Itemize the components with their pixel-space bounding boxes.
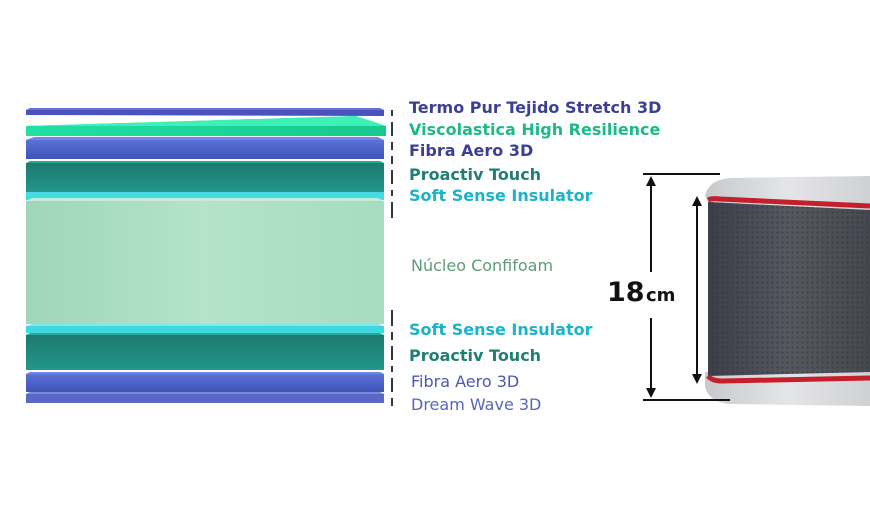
label-core: Núcleo Confifoam — [411, 256, 554, 275]
dimension-markers — [643, 173, 730, 401]
layer-proactiv-top — [26, 163, 384, 192]
label-viscolastica: Viscolastica High Resilience — [409, 120, 661, 139]
layer-dream-wave — [26, 394, 384, 403]
label-fibra-aero-bottom: Fibra Aero 3D — [411, 372, 520, 391]
layer-core — [26, 201, 384, 324]
height-value: 18 — [607, 277, 645, 308]
mattress-photo — [705, 176, 870, 406]
layer-stack — [26, 108, 386, 403]
layer-fibra-aero-top — [26, 140, 384, 159]
label-soft-sense-top: Soft Sense Insulator — [409, 186, 593, 205]
layer-soft-sense-bottom — [26, 326, 384, 333]
layer-proactiv-bottom — [26, 335, 384, 370]
label-dream-wave: Dream Wave 3D — [411, 395, 542, 414]
height-unit: cm — [646, 285, 676, 306]
layer-fibra-aero-bottom — [26, 374, 384, 392]
label-soft-sense-bottom: Soft Sense Insulator — [409, 320, 593, 339]
label-fibra-aero-top: Fibra Aero 3D — [409, 141, 534, 160]
layer-termo-pur — [26, 110, 384, 116]
label-proactiv-top: Proactiv Touch — [409, 165, 542, 184]
label-proactiv-bottom: Proactiv Touch — [409, 346, 542, 365]
label-termo-pur: Termo Pur Tejido Stretch 3D — [409, 98, 662, 117]
